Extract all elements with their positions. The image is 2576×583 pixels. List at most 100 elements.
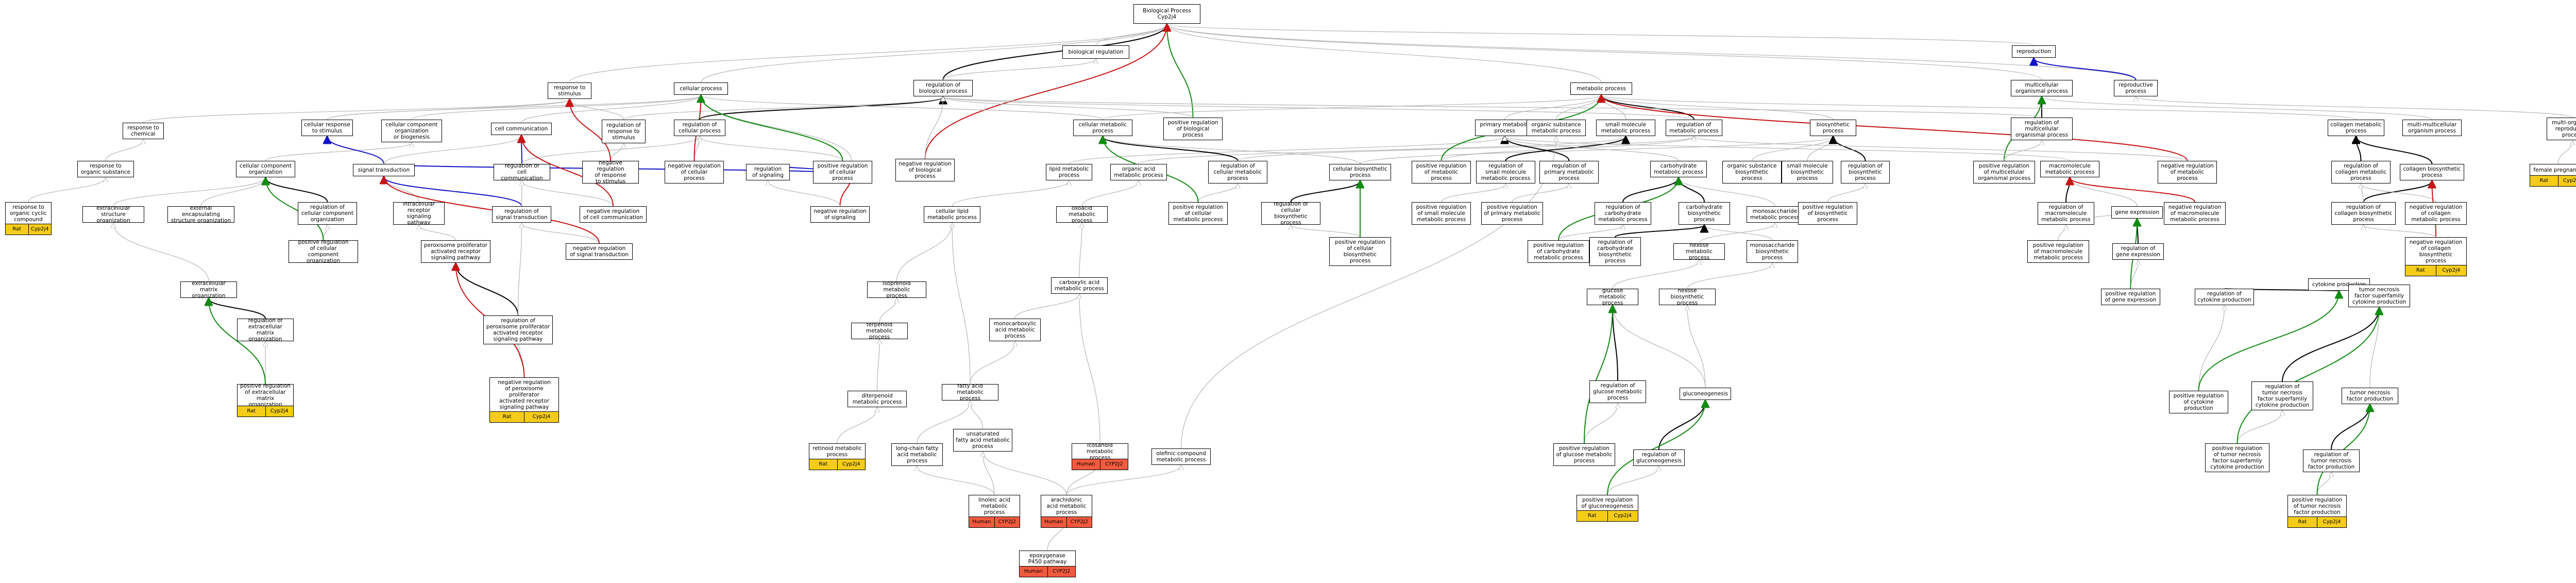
go-term-node[interactable]: collagen biosynthetic process <box>2400 164 2464 180</box>
go-term-node[interactable]: regulation of tumor necrosis factor supe… <box>2251 381 2313 410</box>
go-term-node[interactable]: macromolecule metabolic process <box>2040 161 2099 177</box>
go-term-node[interactable]: unsaturated fatty acid metabolic process <box>953 429 1012 452</box>
go-term-node[interactable]: positive regulation of small molecule me… <box>1412 202 1471 225</box>
go-term-node[interactable]: collagen metabolic process <box>2328 120 2384 136</box>
go-term-node[interactable]: multi-multicellular organism process <box>2402 120 2462 136</box>
go-term-node[interactable]: carbohydrate metabolic process <box>1650 161 1707 177</box>
go-term-node[interactable]: regulation of metabolic process <box>1666 120 1722 136</box>
go-term-node[interactable]: regulation of macromolecule metabolic pr… <box>2038 202 2094 225</box>
go-term-node[interactable]: regulation of cellular process <box>674 120 725 136</box>
go-term-node[interactable]: primary metabolic process <box>1475 120 1534 136</box>
go-term-node[interactable]: regulation of cellular biosynthetic proc… <box>1261 202 1320 225</box>
go-term-node[interactable]: regulation of signaling <box>746 164 790 180</box>
go-term-node[interactable]: isoprenoid metabolic process <box>867 281 926 298</box>
go-term-node[interactable]: positive regulation of carbohydrate meta… <box>1528 240 1589 263</box>
go-term-node[interactable]: extracellular structure organization <box>82 206 144 223</box>
go-term-node[interactable]: diterpenoid metabolic process <box>848 391 907 407</box>
go-term-node[interactable]: organic acid metabolic process <box>1110 164 1167 180</box>
go-term-node[interactable]: female pregnancyRatCyp2j4 <box>2530 164 2576 187</box>
go-term-node[interactable]: hexose metabolic process <box>1673 243 1725 260</box>
go-term-node[interactable]: carbohydrate biosynthetic process <box>1679 202 1730 225</box>
go-term-node[interactable]: regulation of carbohydrate biosynthetic … <box>1589 237 1641 266</box>
go-term-node[interactable]: positive regulation of primary metabolic… <box>1481 202 1543 225</box>
go-term-node[interactable]: positive regulation of cellular componen… <box>289 240 358 263</box>
go-term-node[interactable]: reproductive process <box>2114 80 2158 96</box>
go-term-node[interactable]: peroxisome proliferator activated recept… <box>421 240 490 263</box>
go-term-node[interactable]: cellular metabolic process <box>1073 120 1132 136</box>
go-term-node[interactable]: multicellular organismal process <box>2011 80 2073 96</box>
go-term-node[interactable]: positive regulation of tumor necrosis fa… <box>2205 443 2269 472</box>
go-term-node[interactable]: regulation of response to stimulus <box>602 120 646 143</box>
go-term-node[interactable]: regulation of tumor necrosis factor prod… <box>2303 449 2360 472</box>
go-term-node[interactable]: positive regulation of glucose metabolic… <box>1553 443 1615 466</box>
go-term-node[interactable]: intracellular receptor signaling pathway <box>393 202 445 225</box>
go-term-node[interactable]: regulation of cellular component organiz… <box>298 202 357 225</box>
go-term-node[interactable]: monocarboxylic acid metabolic process <box>989 319 1041 341</box>
go-term-node[interactable]: cellular response to stimulus <box>301 120 353 136</box>
go-term-node[interactable]: cellular biosynthetic process <box>1329 164 1391 180</box>
go-term-node[interactable]: signal transduction <box>353 164 415 176</box>
go-term-node[interactable]: glucose metabolic process <box>1587 289 1638 305</box>
go-term-node[interactable]: monosaccharide metabolic process <box>1747 206 1803 223</box>
go-term-node[interactable]: negative regulation of signaling <box>810 206 870 223</box>
go-term-node[interactable]: negative regulation of collagen metaboli… <box>2405 202 2467 225</box>
go-term-node[interactable]: regulation of collagen metabolic process <box>2331 161 2391 184</box>
go-term-node[interactable]: regulation of primary metabolic process <box>1539 161 1599 184</box>
go-term-node[interactable]: multi-organism reproductive process <box>2547 118 2576 140</box>
go-term-node[interactable]: positive regulation of cellular metaboli… <box>1168 202 1228 225</box>
go-term-node[interactable]: positive regulation of biosynthetic proc… <box>1798 202 1857 225</box>
go-term-node[interactable]: lipid metabolic process <box>1046 164 1092 180</box>
go-term-node[interactable]: gluconeogenesis <box>1680 388 1731 400</box>
go-term-node[interactable]: regulation of carbohydrate metabolic pro… <box>1595 202 1651 225</box>
go-term-node[interactable]: monosaccharide biosynthetic process <box>1747 240 1798 263</box>
go-term-node[interactable]: terpenoid metabolic process <box>851 323 908 339</box>
go-term-node[interactable]: cellular process <box>674 82 728 95</box>
go-term-node[interactable]: negative regulation of biological proces… <box>895 159 955 181</box>
go-term-node[interactable]: negative regulation of cellular process <box>665 161 724 184</box>
go-term-node[interactable]: regulation of cellular metabolic process <box>1208 161 1267 184</box>
go-term-node[interactable]: regulation of glucose metabolic process <box>1589 380 1646 403</box>
go-term-node[interactable]: Biological Process Cyp2j4 <box>1133 4 1200 24</box>
go-term-node[interactable]: negative regulation of peroxisome prolif… <box>489 377 559 423</box>
go-term-node[interactable]: extracellular matrix organization <box>180 281 237 298</box>
go-term-node[interactable]: external encapsulating structure organiz… <box>167 206 234 223</box>
go-term-node[interactable]: regulation of biosynthetic process <box>1841 161 1890 184</box>
go-term-node[interactable]: small molecule biosynthetic process <box>1782 161 1833 184</box>
go-term-node[interactable]: regulation of gluconeogenesis <box>1633 449 1685 466</box>
go-term-node[interactable]: tumor necrosis factor superfamily cytoki… <box>2348 285 2410 307</box>
go-term-node[interactable]: positive regulation of extracellular mat… <box>237 384 294 417</box>
go-term-node[interactable]: fatty acid metabolic process <box>942 384 998 401</box>
go-term-node[interactable]: regulation of extracellular matrix organ… <box>237 319 294 341</box>
go-term-node[interactable]: long-chain fatty acid metabolic process <box>891 443 943 466</box>
go-term-node[interactable]: olefinic compound metabolic process <box>1151 448 1211 465</box>
go-term-node[interactable]: biological regulation <box>1062 45 1129 59</box>
go-term-node[interactable]: regulation of peroxisome proliferator ac… <box>483 315 553 344</box>
go-term-node[interactable]: carboxylic acid metabolic process <box>1051 277 1108 294</box>
go-term-node[interactable]: hexose biosynthetic process <box>1659 289 1716 305</box>
go-term-node[interactable]: regulation of cytokine production <box>2195 289 2254 305</box>
go-term-node[interactable]: cell communication <box>491 123 552 135</box>
go-term-node[interactable]: regulation of biological process <box>913 80 973 96</box>
go-term-node[interactable]: response to organic substance <box>77 161 134 177</box>
go-term-node[interactable]: tumor necrosis factor production <box>2342 388 2398 404</box>
go-term-node[interactable]: organic substance metabolic process <box>1527 120 1586 136</box>
go-term-node[interactable]: negative regulation of collagen biosynth… <box>2405 237 2467 276</box>
go-term-node[interactable]: biosynthetic process <box>1810 120 1856 136</box>
go-term-node[interactable]: regulation of collagen biosynthetic proc… <box>2331 202 2396 225</box>
go-term-node[interactable]: reproduction <box>2012 45 2056 58</box>
go-term-node[interactable]: positive regulation of gene expression <box>2101 289 2160 305</box>
go-term-node[interactable]: cellular component organization or bioge… <box>381 120 442 142</box>
go-term-node[interactable]: cellular lipid metabolic process <box>924 206 980 223</box>
go-term-node[interactable]: gene expression <box>2111 206 2163 219</box>
go-term-node[interactable]: positive regulation of cytokine producti… <box>2169 391 2228 413</box>
go-term-node[interactable]: positive regulation of cellular biosynth… <box>1329 237 1391 266</box>
go-term-node[interactable]: negative regulation of response to stimu… <box>582 161 639 184</box>
go-term-node[interactable]: regulation of cell communication <box>494 164 550 180</box>
go-term-node[interactable]: organic substance biosynthetic process <box>1722 161 1782 184</box>
go-term-node[interactable]: regulation of signal transduction <box>492 206 551 223</box>
go-term-node[interactable]: regulation of multicellular organismal p… <box>2011 118 2073 140</box>
go-term-node[interactable]: positive regulation of metabolic process <box>1412 161 1471 184</box>
